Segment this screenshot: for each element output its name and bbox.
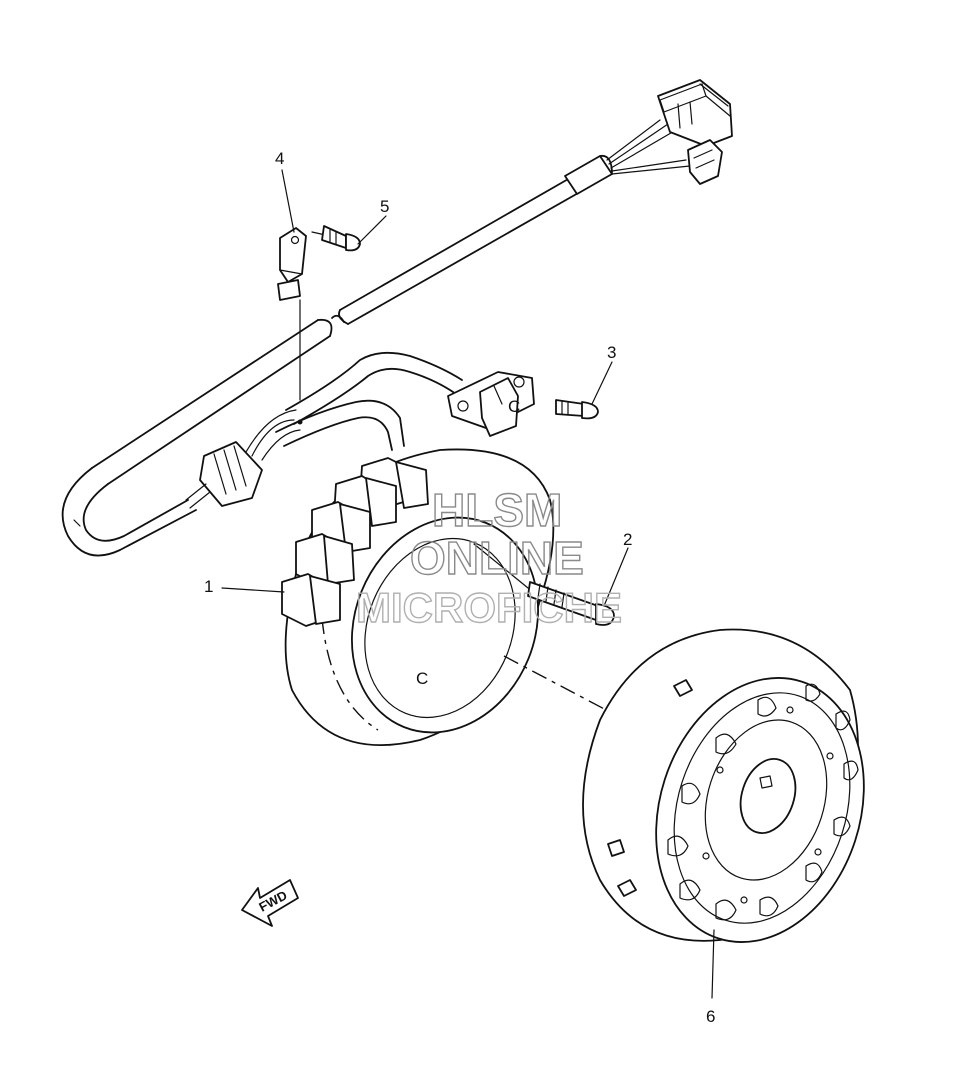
pickup-lead	[185, 351, 463, 509]
pickup-mark: C	[508, 397, 520, 416]
assembly-centerline	[503, 655, 611, 713]
callout-2: 2	[623, 530, 632, 549]
stator-mark: C	[416, 669, 428, 688]
callout-leaders	[221, 169, 715, 999]
watermark-line-2: ONLINE	[410, 532, 584, 584]
callout-1: 1	[204, 577, 213, 596]
callout-4: 4	[275, 149, 284, 168]
wire-harness	[61, 119, 691, 557]
stator: C	[281, 448, 555, 747]
clamp-bolt	[311, 225, 361, 252]
pickup-bolt	[555, 399, 599, 420]
callout-5: 5	[380, 197, 389, 216]
watermark-line-3: MICROFICHE	[356, 584, 622, 631]
wire-clamp	[277, 227, 307, 401]
watermark: HLSM ONLINE MICROFICHE	[355, 483, 622, 631]
callout-3: 3	[607, 343, 616, 362]
coupler-connector	[657, 79, 733, 185]
stator-bolt	[473, 543, 615, 626]
callout-labels: 1 2 3 4 5 6	[204, 149, 715, 1026]
pickup-coil: C	[447, 371, 535, 437]
callout-6: 6	[706, 1007, 715, 1026]
fwd-direction-arrow: FWD	[241, 879, 299, 927]
watermark-line-1: HLSM	[432, 484, 562, 536]
rotor	[582, 628, 865, 943]
